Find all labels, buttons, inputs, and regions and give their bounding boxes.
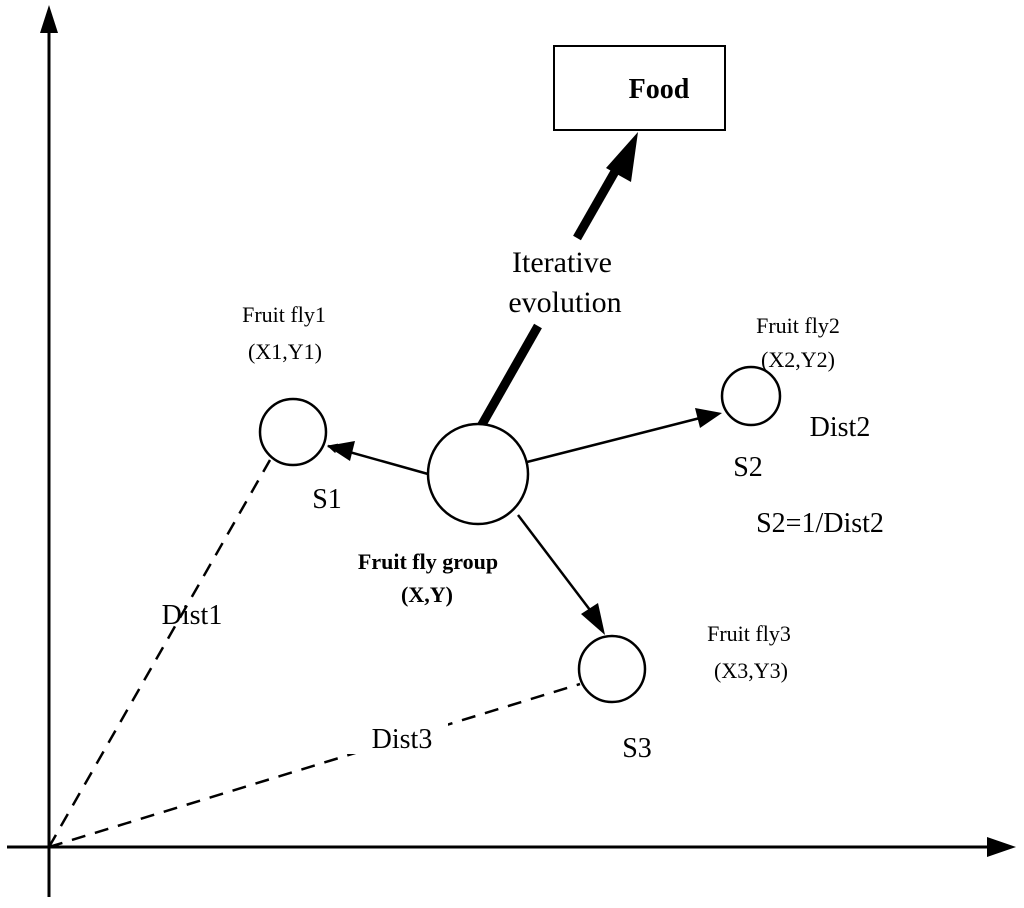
iterative-evolution-arrow [476,132,638,431]
fruit-fly1-circle [258,397,328,467]
fly1-smell: S1 [312,484,342,515]
y-axis [40,5,58,897]
fly2-coords: (X2,Y2) [761,347,835,372]
smell-formula: S2=1/Dist2 [756,508,884,539]
y-axis-arrowhead [40,5,58,33]
group-name: Fruit fly group [358,549,498,574]
dist3-label-bg [338,718,448,754]
fly1-name: Fruit fly1 [242,302,326,327]
dist3-line [48,682,581,849]
arrow-to-fly2 [526,416,701,464]
arrow-to-fly3-head [581,603,605,635]
fly1-coords: (X1,Y1) [248,339,322,364]
dist1-label: Dist1 [162,600,223,631]
fly2-name: Fruit fly2 [756,313,840,338]
fly2-smell: S2 [733,452,763,483]
dist2-label: Dist2 [810,412,871,443]
food-label: Food [629,74,690,105]
x-axis-arrowhead [987,837,1016,857]
arrow-to-fly3 [517,514,591,611]
dist1-line [47,459,272,848]
fly3-name: Fruit fly3 [707,621,791,646]
arrow-to-fly1-head [327,441,355,461]
group-coords: (X,Y) [401,582,453,607]
evolution-label-line1: Iterative [512,246,612,279]
x-axis [7,837,1016,857]
food-box: Food [553,45,726,131]
dist3-label: Dist3 [372,724,433,755]
evolution-label-line2: evolution [508,286,621,319]
fruit-fly2-circle [720,365,782,427]
fruit-fly3-circle [577,634,647,704]
fly3-smell: S3 [622,733,652,764]
fruit-fly-group-circle [426,422,530,526]
evolution-arrowhead [606,132,638,182]
fly3-coords: (X3,Y3) [714,658,788,683]
arrow-to-fly2-head [695,408,722,428]
